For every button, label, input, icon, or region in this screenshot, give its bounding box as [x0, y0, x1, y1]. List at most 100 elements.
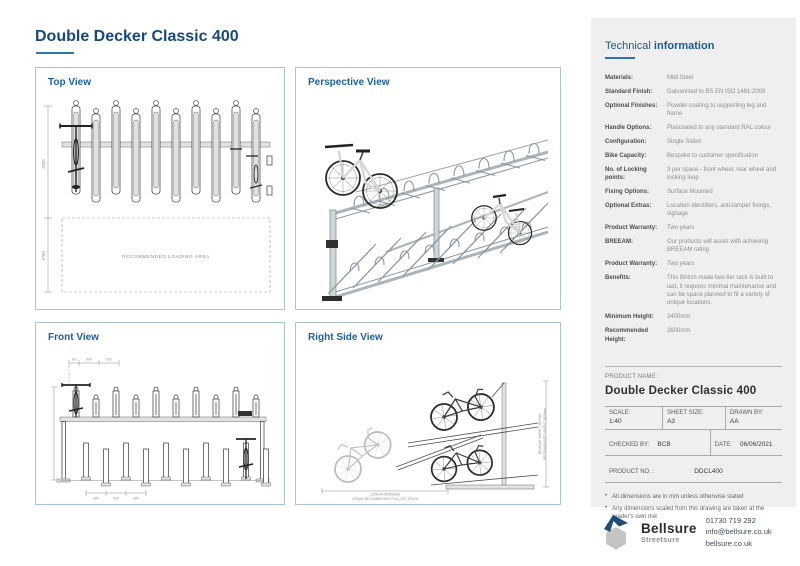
contact-block: 01730 719 292 info@bellsure.co.uk bellsu…	[706, 515, 772, 550]
heading-regular: Technical	[605, 40, 654, 52]
dim-label: 600	[86, 358, 92, 362]
scale-value: 1:40	[609, 418, 622, 425]
spec-row: Standard Finish: Galvanised to BS EN ISO…	[605, 88, 782, 96]
height-label-1: MINIMUM HEIGHT 2400mm	[538, 413, 542, 454]
dim-label: 600	[106, 358, 112, 362]
bullet-icon: •	[605, 493, 608, 499]
sheet-size-label: SHEET SIZE:	[667, 410, 704, 416]
scale-cell: SCALE: 1:40	[605, 407, 662, 429]
spec-row: Optional Finishes: Powder-coating to sup…	[605, 102, 782, 119]
panel-front-view: Front View	[35, 322, 285, 505]
pullout-label-1: (1500mm MINIMUM)	[370, 493, 400, 497]
spec-label: Product Warranty:	[605, 225, 658, 232]
panel-perspective-view: Perspective View	[295, 67, 561, 310]
upper-trays	[72, 386, 260, 418]
spec-label: Bike Capacity:	[605, 152, 647, 159]
sheet-size-cell: SHEET SIZE: A3	[662, 407, 725, 429]
spec-value: 2400mm	[667, 314, 691, 321]
scale-label: SCALE:	[609, 410, 631, 416]
product-name-label: PRODUCT NAME:	[605, 374, 658, 380]
spec-row: Handle Options: Plascoated to any standa…	[605, 124, 782, 132]
bike-lower-icon	[430, 443, 493, 482]
checked-by-cell: CHECKED BY: BCB	[605, 430, 710, 455]
product-no-label: PRODUCT NO. :	[609, 469, 655, 475]
note-text: Any dimensions scaled from this drawing …	[612, 505, 765, 521]
loading-area-box	[61, 217, 271, 293]
dimension-pullout	[321, 488, 449, 494]
drawn-by-cell: DRAWN BY: AA	[724, 407, 782, 429]
product-no-value: DDCL400	[694, 468, 723, 475]
heading-underline	[605, 57, 635, 59]
spec-row: Minimum Height: 2400mm	[605, 313, 782, 321]
spec-label: Standard Finish:	[605, 88, 653, 95]
date-label: DATE:	[714, 442, 732, 448]
spec-label: Product Warranty:	[605, 261, 658, 268]
title-underline	[36, 52, 74, 54]
panel-title-perspective-view: Perspective View	[308, 77, 390, 88]
lower-trays	[81, 442, 271, 487]
rack-frame	[56, 416, 270, 483]
panel-title-top-view: Top View	[48, 77, 91, 88]
right-side-view-drawing: MINIMUM HEIGHT 2400mm RECOMMENDED HEIGHT…	[321, 380, 549, 501]
sheet-size-value: A3	[667, 418, 676, 425]
checked-by-value: BCB	[657, 441, 671, 448]
spec-label: Minimum Height:	[605, 314, 654, 321]
rack-rail	[61, 141, 271, 148]
dimension-bottom	[85, 490, 147, 496]
heading-bold: information	[653, 40, 715, 52]
product-no-cell: PRODUCT NO. : DDCL400	[605, 456, 782, 483]
spec-label: Optional Finishes:	[605, 102, 658, 109]
bike-front-icon-2	[236, 411, 256, 479]
title-block-table: SCALE: 1:40 SHEET SIZE: A3 DRAWN BY: AA …	[605, 406, 782, 483]
spec-value: Our products will assist with achieving …	[667, 239, 769, 254]
height-label-2: RECOMMENDED HEIGHT 2600mm	[543, 408, 547, 460]
dim-label: 600	[93, 497, 99, 501]
perspective-view-drawing	[322, 139, 549, 301]
dimension-top	[51, 360, 120, 481]
panel-right-side-view: Right Side View	[295, 322, 561, 505]
spec-value: 3 per space - front wheel, rear wheel an…	[667, 166, 777, 182]
bellsure-logo-icon	[604, 515, 628, 550]
side-bracket	[266, 155, 273, 166]
spec-label: Fixing Options:	[605, 189, 649, 196]
bike-lower-icon	[471, 193, 533, 246]
spec-table: Materials: Mild Steel Standard Finish: G…	[605, 74, 782, 344]
spec-value: Single Sided	[667, 138, 701, 145]
rack-structure	[322, 139, 549, 301]
spec-row: Product Warranty: Two years	[605, 224, 782, 232]
email-address: info@bellsure.co.uk	[705, 527, 772, 537]
dim-label-loading: 1750	[41, 251, 46, 261]
spec-row: Configuration: Single Sided	[605, 138, 782, 146]
note-text: All dimensions are in mm unless otherwis…	[612, 494, 744, 500]
dimension-height	[543, 380, 549, 488]
panel-title-right-side-view: Right Side View	[308, 332, 383, 343]
product-name: Double Decker Classic 400	[605, 385, 757, 397]
spec-row: Recommended Height: 2600mm	[605, 327, 782, 344]
spec-value: Galvanised to BS EN ISO 1461:2009	[667, 88, 766, 95]
bike-ghost-icon	[324, 421, 398, 487]
dimension-lines	[44, 105, 52, 293]
spec-value: This British made two-tier rack is built…	[667, 275, 777, 307]
bike-upper-icon	[324, 143, 398, 209]
spec-value: Surface Mounted	[667, 189, 713, 196]
checked-by-label: CHECKED BY:	[609, 442, 650, 448]
rack-structure	[395, 382, 539, 490]
website-url: bellsure.co.uk	[705, 538, 752, 548]
brand-name: Bellsure	[641, 520, 697, 536]
phone-number: 01730 719 292	[705, 515, 756, 525]
bike-plan-icon	[59, 123, 93, 192]
note-item: • All dimensions are in mm unless otherw…	[605, 493, 765, 502]
brand-block: Bellsure Streetsure	[641, 521, 697, 544]
dim-label: 300	[71, 358, 77, 362]
spec-value: Mild Steel	[667, 75, 694, 81]
side-bracket	[266, 185, 273, 196]
product-box: PRODUCT NAME: Double Decker Classic 400 …	[605, 366, 782, 525]
technical-info-sidebar: Technical information Materials: Mild St…	[591, 18, 796, 520]
spec-row: No. of Locking points: 3 per space - fro…	[605, 166, 782, 183]
brand-subname: Streetsure	[641, 536, 680, 544]
bike-trays	[71, 100, 261, 203]
dim-label: 600	[113, 497, 119, 501]
drawn-by-value: AA	[729, 418, 739, 425]
spec-row: Optional Extras: Location identifiers, a…	[605, 202, 782, 219]
notes-list: • All dimensions are in mm unless otherw…	[605, 493, 782, 522]
